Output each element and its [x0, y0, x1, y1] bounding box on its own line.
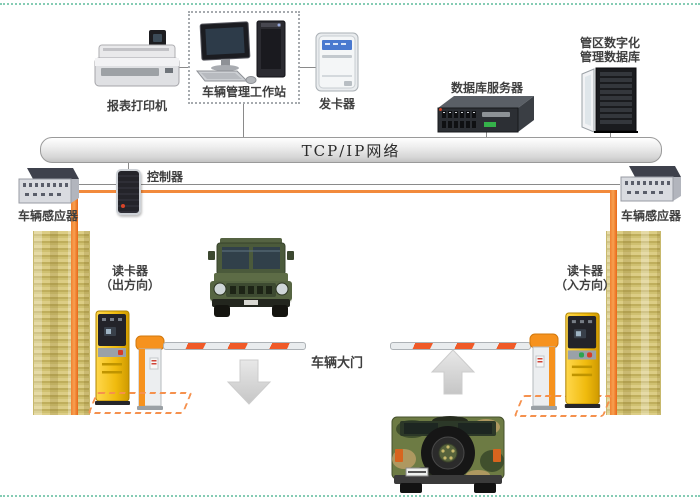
- workstation-icon: [195, 20, 286, 84]
- card-issuer-label: 发卡器: [318, 97, 355, 111]
- link-workstation-cardissuer: [300, 67, 316, 68]
- exit-loop-detector: [87, 392, 193, 414]
- loop-wire-horizontal: [74, 190, 614, 193]
- district-database-label-line1: 管区数字化: [579, 36, 640, 50]
- vehicle-sensor-right-label: 车辆感应器: [620, 209, 681, 223]
- vehicle-sensor-right-icon: [620, 166, 681, 202]
- top-dotted-border: [0, 3, 700, 5]
- gate-label: 车辆大门: [310, 355, 363, 370]
- district-database-label-line2: 管理数据库: [579, 50, 640, 64]
- card-reader-entry-kiosk-icon: [564, 312, 601, 408]
- controller-led: [121, 204, 125, 208]
- card-issuer-icon: [315, 32, 359, 92]
- loop-wire-right: [610, 190, 617, 415]
- link-network-controller: [128, 161, 129, 169]
- exit-barrier-icon: [135, 335, 165, 410]
- vehicle-sensor-left-label: 车辆感应器: [17, 209, 78, 223]
- entry-barrier-icon: [529, 333, 559, 410]
- front-vehicle-illustration: [208, 238, 294, 317]
- exit-barrier-boom: [163, 342, 306, 350]
- printer-label: 报表打印机: [106, 99, 167, 113]
- card-reader-exit-title: 读卡器: [111, 264, 148, 278]
- card-reader-exit-kiosk-icon: [95, 310, 130, 405]
- bottom-dotted-border: [0, 495, 700, 497]
- network-bus: TCP/IP网络: [40, 137, 662, 163]
- card-reader-entry-label: 读卡器 （入方向）: [535, 264, 635, 292]
- link-workstation-network: [243, 103, 244, 137]
- link-sensor-bus: [70, 184, 620, 185]
- printer-icon: [94, 30, 180, 87]
- card-reader-exit-direction: （出方向）: [99, 278, 160, 292]
- rear-vehicle-illustration: [391, 416, 505, 493]
- database-server-label: 数据库服务器: [450, 81, 523, 95]
- card-reader-entry-direction: （入方向）: [554, 278, 615, 292]
- loop-wire-left: [71, 190, 78, 415]
- exit-direction-arrow: [226, 359, 272, 405]
- controller-label: 控制器: [147, 170, 184, 184]
- workstation-label: 车辆管理工作站: [201, 85, 286, 99]
- link-dbserver-network: [486, 131, 487, 137]
- district-database-label: 管区数字化 管理数据库: [570, 36, 650, 64]
- entry-direction-arrow: [430, 349, 476, 395]
- workstation-group: 车辆管理工作站: [188, 11, 300, 104]
- card-reader-entry-title: 读卡器: [566, 264, 603, 278]
- database-server-icon: [437, 96, 534, 133]
- link-rack-network: [610, 132, 611, 137]
- entry-barrier-boom: [390, 342, 531, 350]
- vehicle-sensor-left-icon: [18, 168, 79, 204]
- controller-icon: [116, 169, 141, 215]
- link-printer-workstation: [178, 67, 188, 68]
- district-database-rack-icon: [581, 67, 638, 133]
- left-wall: [33, 231, 90, 415]
- network-bus-label: TCP/IP网络: [301, 141, 401, 160]
- card-reader-exit-label: 读卡器 （出方向）: [80, 264, 180, 292]
